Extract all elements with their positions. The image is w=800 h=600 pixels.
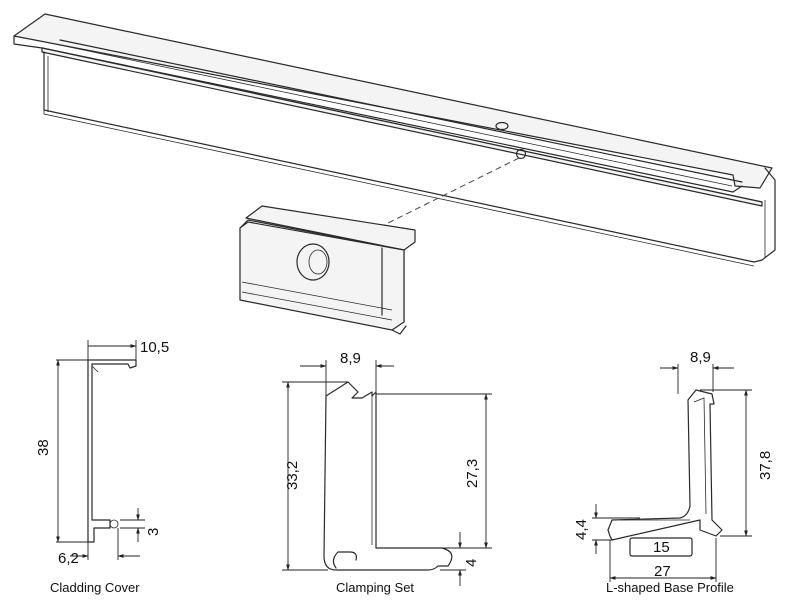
base-profile-profile: 8,9 37,8 4,4 15 27	[573, 349, 774, 582]
cladding-cover-caption: Cladding Cover	[50, 580, 140, 595]
rail-3d-illustration	[13, 13, 776, 267]
cc-dim-height: 38	[35, 439, 52, 456]
cs-dim-total-height: 33,2	[284, 461, 301, 490]
cs-dim-top-width: 8,9	[340, 350, 361, 367]
cs-dim-foot-height: 4	[463, 559, 480, 567]
base-profile-caption: L-shaped Base Profile	[606, 580, 734, 595]
clamping-set-profile: 8,9 33,2 27,3 4	[282, 350, 492, 586]
bp-dim-height: 37,8	[757, 451, 774, 480]
bp-dim-flange-height: 4,4	[573, 519, 590, 540]
cc-dim-bottom-width: 6,2	[58, 550, 79, 567]
clamping-set-caption: Clamping Set	[336, 580, 415, 595]
bp-dim-top-width: 8,9	[690, 349, 711, 366]
cs-dim-inner-height: 27,3	[464, 459, 481, 488]
bp-dim-slot-width: 15	[653, 539, 670, 556]
bp-dim-total-width: 27	[654, 563, 671, 580]
connection-dashed-line	[377, 157, 520, 229]
cc-dim-clip-height: 3	[145, 528, 162, 536]
clamp-3d-illustration	[239, 205, 416, 335]
cc-dim-width-top: 10,5	[140, 339, 169, 356]
cladding-cover-profile: 10,5 38 6,2 3	[35, 339, 169, 567]
